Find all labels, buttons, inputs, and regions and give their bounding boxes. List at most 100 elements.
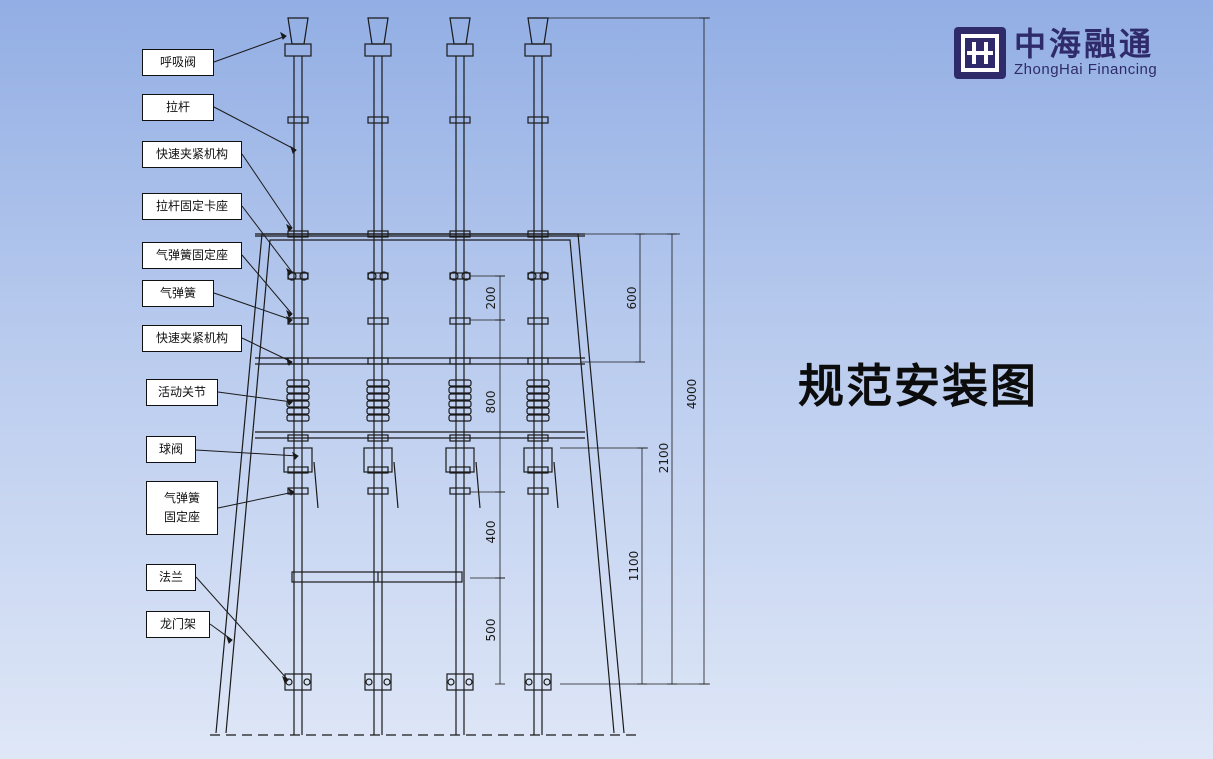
- leader-4: [241, 254, 293, 315]
- dimension-lines: [470, 17, 710, 685]
- leader-lines: [195, 31, 299, 684]
- clamp-2: [367, 272, 389, 280]
- leader-0: [213, 35, 287, 63]
- bellow-2: [366, 393, 390, 401]
- pipe-column-0: [283, 17, 319, 735]
- mount-bolt-right: [379, 271, 389, 281]
- dim-4000: 4000: [685, 379, 699, 410]
- flange-bolt-right: [383, 678, 391, 686]
- bellow-4: [286, 407, 310, 415]
- leader-arrow-4: [286, 309, 293, 318]
- logo-name-en: ZhongHai Financing: [1014, 61, 1158, 78]
- bellow-3: [286, 400, 310, 408]
- valve-handle: [475, 461, 481, 509]
- leader-arrow-10: [282, 675, 289, 684]
- flange-bolt-left: [447, 678, 455, 686]
- bellow-0: [286, 379, 310, 387]
- gantry-frame: [210, 233, 636, 736]
- dim-200: 200: [484, 287, 498, 310]
- page-title: 规范安装图: [798, 359, 1038, 413]
- bottom-flange: [364, 673, 392, 691]
- clamp-7: [287, 487, 309, 495]
- clamp-6: [367, 466, 389, 474]
- clamp-0: [449, 116, 471, 124]
- bellow-3: [526, 400, 550, 408]
- leader-7: [217, 391, 293, 403]
- clamp-5: [527, 434, 549, 442]
- leader-arrow-6: [286, 357, 293, 366]
- ball-valve: [445, 447, 475, 473]
- dim-800: 800: [484, 391, 498, 414]
- ball-valve: [523, 447, 553, 473]
- bottom-flange: [284, 673, 312, 691]
- leader-arrow-9: [288, 487, 295, 496]
- callout-gas-spring-mount-1: 气弹簧固定座: [142, 242, 242, 269]
- pipe-assemblies: [283, 17, 559, 735]
- flange-bolt-right: [303, 678, 311, 686]
- callout-breather-valve: 呼吸阀: [142, 49, 214, 76]
- leader-arrow-0: [280, 31, 287, 40]
- flange-bolt-left: [525, 678, 533, 686]
- logo-mark-icon: [954, 27, 1006, 79]
- bellow-1: [526, 386, 550, 394]
- breather-valve: [287, 17, 309, 45]
- leader-8: [195, 449, 299, 457]
- bellow-3: [448, 400, 472, 408]
- callout-pull-rod: 拉杆: [142, 94, 214, 121]
- pipe-column-1: [363, 17, 399, 735]
- callout-quick-clamp-2: 快速夹紧机构: [142, 325, 242, 352]
- clamp-1: [527, 230, 549, 238]
- bellow-5: [448, 414, 472, 422]
- breather-flange: [364, 43, 392, 57]
- bellow-2: [448, 393, 472, 401]
- pipe-column-3: [523, 17, 559, 735]
- ball-valve: [363, 447, 393, 473]
- mount-bolt-right: [539, 271, 549, 281]
- mount-bolt-left: [449, 271, 459, 281]
- breather-valve: [527, 17, 549, 45]
- leader-arrow-8: [292, 451, 299, 460]
- clamp-0: [287, 116, 309, 124]
- breather-valve: [449, 17, 471, 45]
- flange-bolt-left: [365, 678, 373, 686]
- clamp-0: [367, 116, 389, 124]
- bellow-1: [286, 386, 310, 394]
- leader-10: [195, 576, 289, 681]
- clamp-2: [527, 272, 549, 280]
- clamp-1: [449, 230, 471, 238]
- clamp-2: [287, 272, 309, 280]
- bellow-5: [286, 414, 310, 422]
- gantry-inner: [225, 239, 615, 734]
- clamp-6: [527, 466, 549, 474]
- bellow-0: [366, 379, 390, 387]
- dim-500: 500: [484, 619, 498, 642]
- dim-400: 400: [484, 521, 498, 544]
- clamp-5: [449, 434, 471, 442]
- bellow-1: [366, 386, 390, 394]
- clamp-5: [287, 434, 309, 442]
- clamp-6: [449, 466, 471, 474]
- clamp-1: [287, 230, 309, 238]
- breather-flange: [446, 43, 474, 57]
- mount-bolt-right: [299, 271, 309, 281]
- leader-3: [241, 205, 293, 273]
- bellow-0: [448, 379, 472, 387]
- logo-name-cn: 中海融通: [1014, 25, 1155, 63]
- leader-arrow-11: [226, 635, 233, 644]
- leader-5: [213, 292, 293, 321]
- bellow-2: [286, 393, 310, 401]
- breather-valve: [367, 17, 389, 45]
- dim-1100: 1100: [627, 551, 641, 582]
- clamp-4: [527, 357, 549, 365]
- callout-swivel-joint: 活动关节: [146, 379, 218, 406]
- clamp-3: [527, 317, 549, 325]
- leader-arrow-2: [286, 223, 293, 232]
- clamp-0: [527, 116, 549, 124]
- callout-flange: 法兰: [146, 564, 196, 591]
- clamp-7: [367, 487, 389, 495]
- bellow-3: [366, 400, 390, 408]
- dimension-labels: 200 800 400 500 600 1100 2100 4000: [484, 287, 699, 642]
- leader-6: [241, 337, 293, 363]
- bellow-5: [366, 414, 390, 422]
